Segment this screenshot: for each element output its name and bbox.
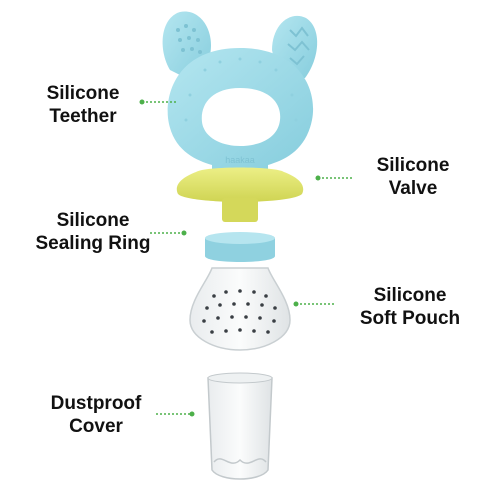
label-sealing-ring-line1: Silicone [56, 210, 130, 231]
sealing-ring [205, 232, 275, 262]
teether-ring [167, 48, 314, 170]
dustproof-cover [207, 372, 273, 480]
label-cover-line1: Dustproof [50, 393, 142, 414]
label-soft-pouch-line1: Silicone [373, 285, 447, 306]
label-dustproof-cover: Dustproof Cover [36, 392, 156, 438]
teether [162, 11, 318, 170]
label-cover-line2: Cover [69, 416, 123, 437]
soft-pouch [189, 267, 291, 351]
label-silicone-soft-pouch: Silicone Soft Pouch [340, 284, 480, 330]
label-teether-line2: Teether [49, 106, 117, 127]
label-valve-line1: Silicone [376, 155, 450, 176]
teether-bristles [176, 24, 202, 54]
label-silicone-teether: Silicone Teether [28, 82, 138, 128]
label-valve-line2: Valve [388, 178, 438, 199]
label-teether-line1: Silicone [46, 83, 120, 104]
valve [176, 167, 304, 222]
label-silicone-valve: Silicone Valve [358, 154, 468, 200]
teether-ridges [287, 26, 310, 66]
label-silicone-sealing-ring: Silicone Sealing Ring [18, 209, 168, 255]
label-sealing-ring-line2: Sealing Ring [35, 233, 151, 254]
leader-lines [142, 101, 352, 415]
label-soft-pouch-line2: Soft Pouch [359, 308, 461, 329]
brand-mark: haakaa [225, 155, 255, 165]
